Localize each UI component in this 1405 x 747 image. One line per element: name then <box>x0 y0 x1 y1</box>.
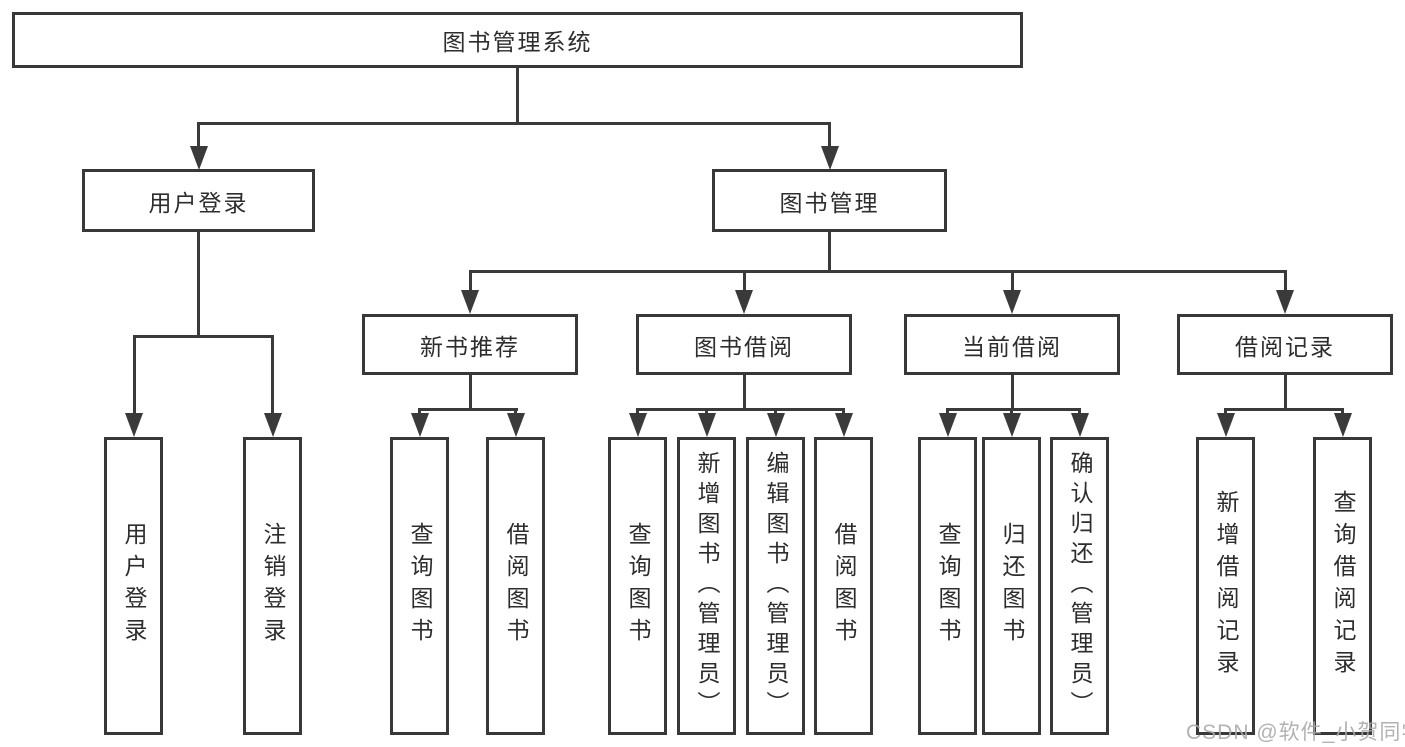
node-user-login: 用户登录 <box>82 169 315 232</box>
arrowhead-down-icon <box>461 290 479 314</box>
arrowhead-down-icon <box>766 413 785 437</box>
node-new-book-recommend: 新书推荐 <box>362 314 578 375</box>
node-leaf-logout: 注销登录 <box>243 437 302 735</box>
connector-line <box>1283 375 1287 408</box>
connector-line <box>1010 375 1014 408</box>
node-book-management: 图书管理 <box>712 169 947 232</box>
node-leaf-borrow-books-2-label: 借阅图书 <box>831 522 857 650</box>
connector-line <box>197 232 200 335</box>
connector-line <box>742 270 746 294</box>
node-root-label: 图书管理系统 <box>442 29 593 55</box>
node-leaf-edit-book-admin: 编辑图书（管理员） <box>746 437 805 735</box>
arrowhead-down-icon <box>697 413 716 437</box>
connector-line <box>828 232 831 270</box>
connector-line <box>946 408 949 416</box>
node-leaf-return-book-label: 归还图书 <box>999 522 1025 650</box>
node-current-borrowing: 当前借阅 <box>904 314 1120 375</box>
connector-line <box>742 375 746 408</box>
connector-line <box>515 68 519 122</box>
connector-line <box>636 408 639 416</box>
connector-line <box>946 408 1081 411</box>
connector-line <box>468 270 472 294</box>
arrowhead-down-icon <box>189 146 208 170</box>
connector-line <box>197 122 200 154</box>
node-leaf-query-borrow-record: 查询借阅记录 <box>1313 437 1372 735</box>
csdn-watermark: CSDN @软件_小贺同学 <box>1186 721 1405 744</box>
connector-line <box>468 270 1287 273</box>
node-book-borrowing-label: 图书借阅 <box>694 333 794 360</box>
arrowhead-down-icon <box>628 413 647 437</box>
arrowhead-down-icon <box>1003 290 1021 314</box>
node-leaf-query-books-3: 查询图书 <box>918 437 977 735</box>
connector-line <box>705 408 708 416</box>
node-leaf-add-book-admin: 新增图书（管理员） <box>677 437 736 735</box>
node-leaf-user-login: 用户登录 <box>104 437 163 735</box>
node-borrowing-records-label: 借阅记录 <box>1235 333 1335 360</box>
connector-line <box>1224 408 1227 416</box>
arrowhead-down-icon <box>125 413 143 437</box>
node-book-management-label: 图书管理 <box>779 189 880 216</box>
connector-line <box>774 408 777 416</box>
arrowhead-down-icon <box>938 413 957 437</box>
node-leaf-edit-book-admin-label: 编辑图书（管理员） <box>763 451 789 721</box>
connector-line <box>132 335 136 417</box>
node-leaf-borrow-books-1: 借阅图书 <box>486 437 545 735</box>
connector-line <box>418 408 518 411</box>
node-leaf-query-borrow-record-label: 查询借阅记录 <box>1330 490 1356 682</box>
node-leaf-borrow-books-2: 借阅图书 <box>814 437 873 735</box>
connector-line <box>1283 270 1287 294</box>
arrowhead-down-icon <box>1002 413 1021 437</box>
node-user-login-label: 用户登录 <box>148 189 249 216</box>
connector-line <box>132 335 274 338</box>
arrowhead-down-icon <box>1276 290 1294 314</box>
node-leaf-confirm-return-admin-label: 确认归还（管理员） <box>1067 451 1093 721</box>
connector-line <box>1078 408 1081 416</box>
connector-line <box>1224 408 1344 411</box>
node-leaf-query-books-1-label: 查询图书 <box>407 522 433 650</box>
connector-line <box>1341 408 1344 416</box>
arrowhead-down-icon <box>1070 413 1089 437</box>
connector-line <box>1010 408 1013 416</box>
arrowhead-down-icon <box>1216 413 1235 437</box>
connector-line <box>636 408 845 411</box>
arrowhead-down-icon <box>735 290 753 314</box>
connector-line <box>271 335 274 417</box>
node-current-borrowing-label: 当前借阅 <box>962 333 1062 360</box>
connector-line <box>828 122 831 154</box>
node-leaf-logout-label: 注销登录 <box>260 522 286 650</box>
node-leaf-query-books-1: 查询图书 <box>390 437 449 735</box>
arrowhead-down-icon <box>834 413 853 437</box>
connector-line <box>1010 270 1014 294</box>
node-leaf-borrow-books-1-label: 借阅图书 <box>503 522 529 650</box>
arrowhead-down-icon <box>820 146 839 170</box>
node-book-borrowing: 图书借阅 <box>636 314 852 375</box>
connector-line <box>197 122 831 125</box>
node-leaf-query-books-2-label: 查询图书 <box>625 522 651 650</box>
node-leaf-query-books-2: 查询图书 <box>608 437 667 735</box>
arrowhead-down-icon <box>1333 413 1352 437</box>
node-new-book-recommend-label: 新书推荐 <box>420 333 520 360</box>
node-leaf-add-borrow-record-label: 新增借阅记录 <box>1213 490 1239 682</box>
node-leaf-return-book: 归还图书 <box>982 437 1041 735</box>
node-leaf-query-books-3-label: 查询图书 <box>935 522 961 650</box>
arrowhead-down-icon <box>410 413 429 437</box>
node-root: 图书管理系统 <box>12 12 1023 68</box>
node-leaf-confirm-return-admin: 确认归还（管理员） <box>1050 437 1109 735</box>
node-borrowing-records: 借阅记录 <box>1177 314 1393 375</box>
node-leaf-add-borrow-record: 新增借阅记录 <box>1196 437 1255 735</box>
connector-line <box>842 408 845 416</box>
node-leaf-add-book-admin-label: 新增图书（管理员） <box>694 451 720 721</box>
connector-line <box>514 408 517 416</box>
arrowhead-down-icon <box>263 413 282 437</box>
connector-line <box>418 408 421 416</box>
connector-line <box>468 375 472 408</box>
node-leaf-user-login-label: 用户登录 <box>121 522 147 650</box>
arrowhead-down-icon <box>506 413 525 437</box>
